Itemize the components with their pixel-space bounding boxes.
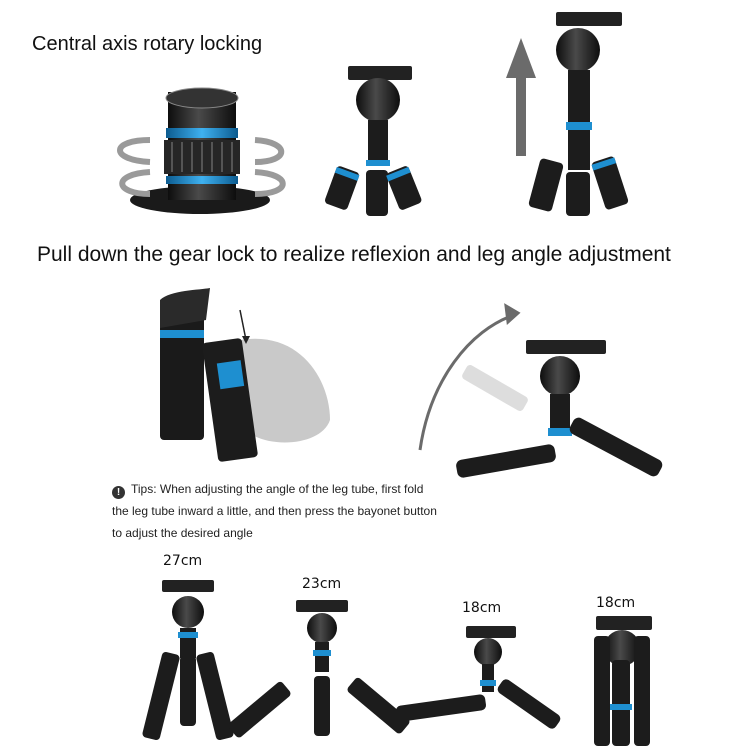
tripod-18cm-open (395, 626, 561, 729)
tripod-27cm (142, 580, 234, 741)
tripod-18cm-folded (594, 616, 652, 746)
height-label-27cm: 27cm (163, 553, 203, 569)
rotation-arrows-icon (117, 137, 286, 197)
height-label-23cm: 23cm (302, 576, 342, 592)
mini-tripod-angle-adjust (456, 340, 663, 478)
gear-lock-closeup (160, 288, 330, 462)
tips-note: !Tips: When adjusting the angle of the l… (112, 478, 442, 544)
central-axis-knob (130, 87, 270, 214)
gear-lock-heading: Pull down the gear lock to realize refle… (37, 243, 671, 266)
tripod-23cm (228, 600, 410, 738)
up-arrow-icon (506, 38, 536, 156)
rotary-locking-heading: Central axis rotary locking (32, 33, 263, 55)
angle-adjust-arrow-icon (418, 303, 521, 451)
exclamation-icon: ! (112, 486, 125, 499)
mini-tripod-extended (528, 12, 629, 216)
mini-tripod-compact (325, 66, 422, 216)
height-label-18cm-open: 18cm (462, 600, 502, 616)
height-label-18cm-folded: 18cm (596, 595, 636, 611)
tips-text: Tips: When adjusting the angle of the le… (112, 482, 437, 540)
